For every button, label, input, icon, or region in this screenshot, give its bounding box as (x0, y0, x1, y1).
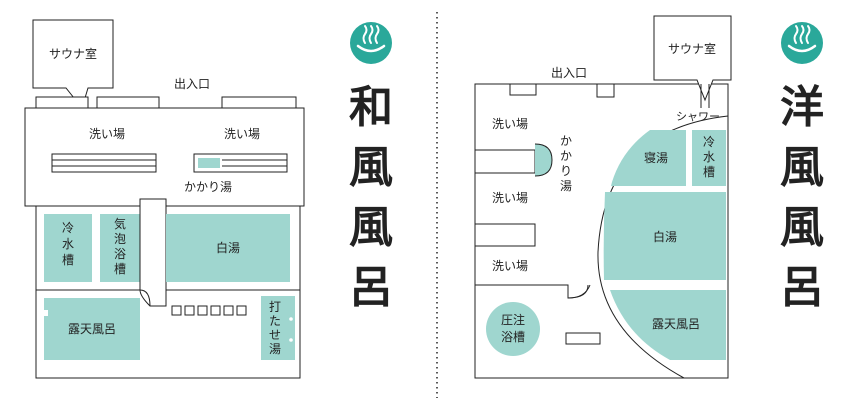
title-char: 和 (349, 82, 393, 133)
entrance-label-left: 出入口 (174, 77, 210, 91)
bubble-bath (100, 214, 140, 282)
bench (565, 332, 601, 345)
white-bath-right-label: 白湯 (653, 229, 677, 244)
hot-spring-icon (350, 22, 392, 64)
wash-area-right-label: 洗い場 (224, 127, 260, 141)
wash-area-right-3: 洗い場 (492, 259, 528, 273)
sleep-bath-label: 寝湯 (644, 150, 668, 165)
outdoor-bath-right (610, 290, 726, 360)
kakariyu-char: り (560, 164, 572, 178)
pressure-bath-line: 圧注 (501, 312, 525, 327)
entrance-label-right: 出入口 (551, 66, 587, 80)
utase-bath (261, 296, 295, 360)
sauna-label-right: サウナ室 (668, 41, 716, 56)
utase-char: た (269, 314, 281, 328)
sauna-room-left: サウナ室 (32, 19, 114, 110)
cold-bath-right (692, 130, 726, 186)
entrance-bumps-left: 出入口 (35, 77, 297, 110)
western-bath-title: 洋 風 風 呂 (780, 82, 824, 313)
sauna-label-left: サウナ室 (49, 46, 97, 61)
sauna-room-right: サウナ室 (653, 15, 732, 108)
cold-bath-right-char: 水 (703, 150, 715, 164)
title-char: 風 (349, 202, 393, 253)
bubble-bath-char: 槽 (114, 262, 126, 276)
cold-bath-right-char: 冷 (703, 135, 715, 149)
wash-area-left-label: 洗い場 (89, 127, 125, 141)
cold-bath-left-char: 槽 (62, 253, 74, 267)
title-char: 呂 (349, 262, 393, 313)
white-bath-right (603, 192, 726, 280)
kakariyu-pool-left (198, 158, 220, 168)
utase-char: 打 (269, 300, 281, 314)
shower-label: シャワー (676, 110, 720, 123)
cold-bath-left-char: 冷 (62, 221, 74, 235)
small-seats (171, 305, 247, 316)
kakariyu-char: か (560, 149, 572, 163)
title-char: 風 (780, 142, 824, 193)
wash-room-left: 洗い場 洗い場 かかり湯 (24, 107, 305, 207)
cold-bath-left (44, 214, 92, 282)
kakariyu-label-left: かかり湯 (184, 180, 232, 194)
utase-char: 湯 (269, 342, 281, 356)
outdoor-bath-right-label: 露天風呂 (652, 317, 700, 331)
wash-area-right-1: 洗い場 (492, 117, 528, 131)
cold-bath-left-char: 水 (62, 237, 74, 251)
japanese-bath-title: 和 風 風 呂 (349, 82, 393, 313)
cold-bath-right-char: 槽 (703, 165, 715, 179)
bubble-bath-char: 気 (114, 216, 126, 231)
bubble-bath-char: 浴 (114, 247, 126, 261)
western-bath-plan: サウナ室 出入口 シャワー 洗い場 か か り 湯 洗い場 洗い場 寝湯 冷 水… (474, 15, 824, 379)
kakariyu-char: か (560, 134, 572, 148)
japanese-bath-plan: サウナ室 出入口 洗い場 洗い場 かかり湯 (24, 19, 393, 379)
bubble-bath-char: 泡 (114, 232, 126, 246)
title-char: 洋 (780, 82, 824, 133)
bath-hall-left: 冷 水 槽 気 泡 浴 槽 白湯 露天風呂 (35, 198, 301, 379)
pressure-bath-line: 浴槽 (501, 330, 525, 344)
white-bath-left (166, 214, 290, 282)
pressure-bath (486, 302, 540, 356)
kakariyu-char: 湯 (560, 179, 572, 193)
title-char: 風 (349, 142, 393, 193)
wash-area-right-2: 洗い場 (492, 191, 528, 205)
sleep-bath (611, 130, 686, 186)
outdoor-bath-left (44, 298, 140, 360)
outdoor-bath-left-label: 露天風呂 (68, 322, 116, 336)
title-char: 呂 (780, 262, 824, 313)
white-bath-left-label: 白湯 (216, 240, 240, 255)
title-char: 風 (780, 202, 824, 253)
hot-spring-icon (781, 22, 823, 64)
utase-char: せ (269, 328, 281, 342)
